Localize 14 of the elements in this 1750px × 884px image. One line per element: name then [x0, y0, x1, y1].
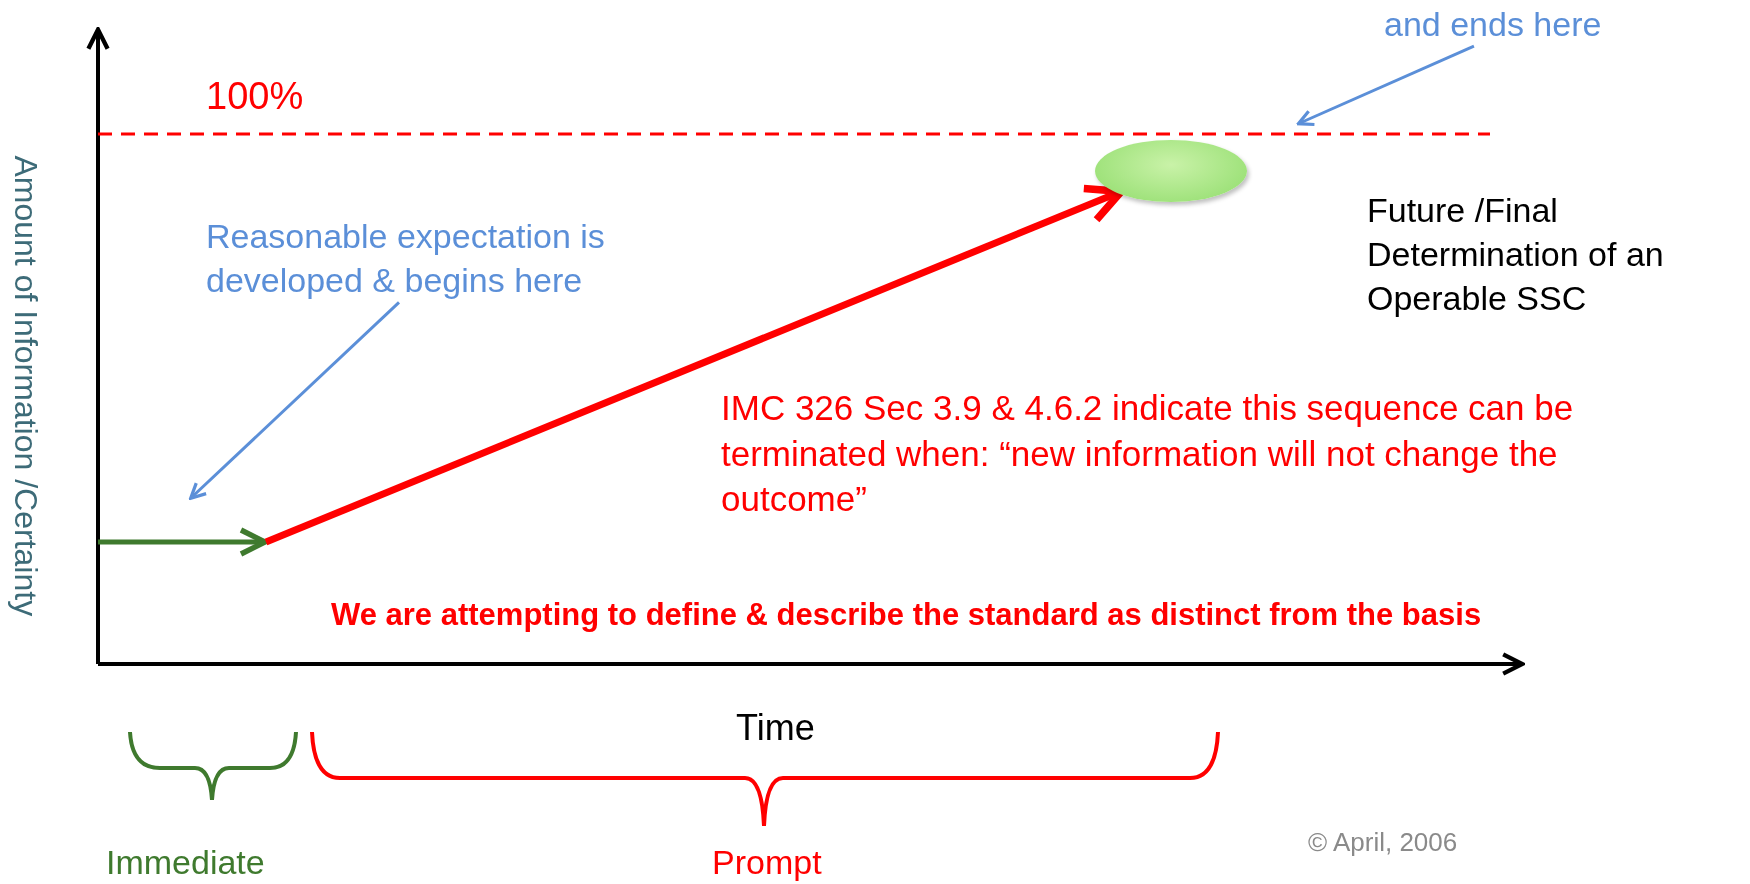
node-label: Future /Final Determination of an Operable SSC	[1367, 190, 1665, 320]
copyright-text: © April, 2006	[1308, 826, 1459, 859]
axis-title: Amount of Information /Certainty	[6, 154, 45, 619]
leader-arrow	[189, 301, 401, 500]
statement-text: We are attempting to define & describe the standard as distinct from the basis	[331, 596, 1483, 634]
period-label: Immediate	[106, 842, 266, 883]
note-text: IMC 326 Sec 3.9 & 4.6.2 indicate this sequence can be terminated when: “new information will not change the outcome”	[721, 387, 1575, 520]
ellipse	[1095, 140, 1247, 202]
axis-value: 100%	[206, 74, 305, 119]
axis-title: Time	[736, 706, 816, 750]
leader-arrow	[1296, 44, 1475, 127]
annotation-text: Reasonable expectation is developed & begins here	[206, 214, 686, 303]
period-label: Prompt	[712, 842, 823, 883]
annotation-text: and ends here	[1384, 2, 1664, 47]
